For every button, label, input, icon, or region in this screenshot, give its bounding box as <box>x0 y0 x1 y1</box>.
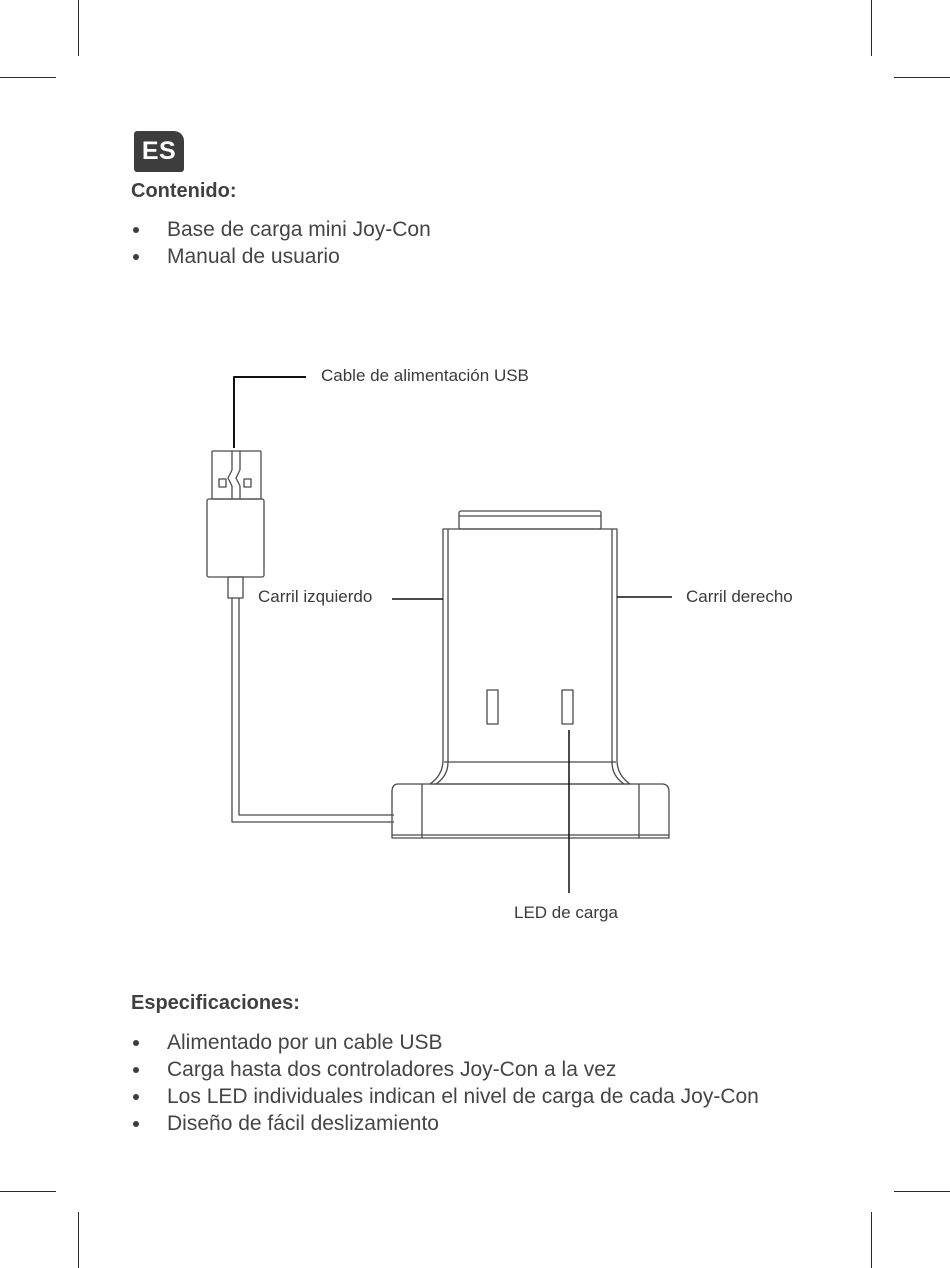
dock-top-cap <box>458 510 602 530</box>
bullet-icon <box>133 254 139 260</box>
usb-plug-head <box>211 450 262 500</box>
list-item: Alimentado por un cable USB <box>131 1029 759 1056</box>
spec-item-label: Los LED individuales indican el nivel de… <box>167 1085 759 1108</box>
list-item: Base de carga mini Joy-Con <box>131 216 431 243</box>
list-item: Manual de usuario <box>131 243 431 270</box>
language-badge: ES <box>134 131 184 172</box>
bullet-icon <box>133 1040 139 1046</box>
right-rail-label: Carril derecho <box>686 587 793 606</box>
contents-item-label: Manual de usuario <box>167 245 340 268</box>
contents-title: Contenido: <box>131 180 237 202</box>
bullet-icon <box>133 227 139 233</box>
list-item: Diseño de fácil deslizamiento <box>131 1110 759 1137</box>
crop-mark-top-right-vertical <box>871 0 872 56</box>
led-left <box>486 689 499 725</box>
contents-list: Base de carga mini Joy-Con Manual de usu… <box>131 216 431 270</box>
led-right <box>561 689 574 725</box>
crop-mark-bottom-left-horizontal <box>0 1191 56 1192</box>
crop-mark-bottom-right-vertical <box>871 1212 872 1268</box>
dock-base <box>391 783 670 839</box>
usb-cable <box>231 598 394 823</box>
crop-mark-top-left-horizontal <box>0 77 56 78</box>
bullet-icon <box>133 1121 139 1127</box>
usb-cable-label: Cable de alimentación USB <box>321 366 529 385</box>
bullet-icon <box>133 1067 139 1073</box>
bullet-icon <box>133 1094 139 1100</box>
specs-list: Alimentado por un cable USB Carga hasta … <box>131 1029 759 1137</box>
crop-mark-bottom-left-vertical <box>78 1212 79 1268</box>
left-rail-label: Carril izquierdo <box>258 587 373 606</box>
spec-item-label: Alimentado por un cable USB <box>167 1031 443 1054</box>
usb-plug-body <box>206 498 265 578</box>
specs-title: Especificaciones: <box>131 992 300 1014</box>
spec-item-label: Carga hasta dos controladores Joy-Con a … <box>167 1058 617 1081</box>
contents-item-label: Base de carga mini Joy-Con <box>167 218 431 241</box>
charge-led-label: LED de carga <box>514 903 618 922</box>
spec-item-label: Diseño de fácil deslizamiento <box>167 1112 439 1135</box>
list-item: Los LED individuales indican el nivel de… <box>131 1083 759 1110</box>
dock-tower <box>429 528 631 785</box>
usb-strain-relief <box>227 576 244 599</box>
crop-mark-bottom-right-horizontal <box>894 1191 950 1192</box>
crop-mark-top-left-vertical <box>78 0 79 56</box>
list-item: Carga hasta dos controladores Joy-Con a … <box>131 1056 759 1083</box>
crop-mark-top-right-horizontal <box>894 77 950 78</box>
usb-cable-leader-line <box>233 376 306 448</box>
